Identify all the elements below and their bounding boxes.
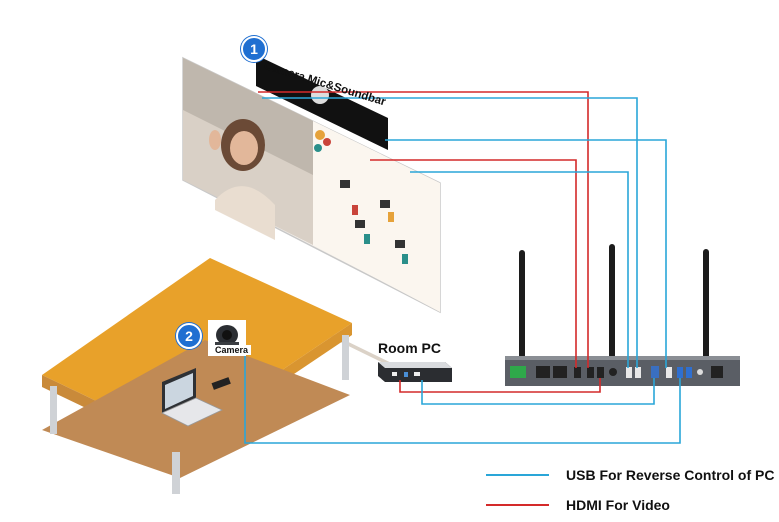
hdmi-cables: [258, 91, 601, 393]
display-screen: [182, 56, 441, 367]
legend-hdmi-text: HDMI For Video: [566, 497, 670, 513]
usb-cable-room-pc: [421, 378, 655, 405]
room-controller-device: [505, 244, 740, 386]
room-pc-device: [378, 362, 452, 382]
camera-label: Camera: [212, 345, 252, 355]
laptop-dongle: [211, 377, 231, 390]
usb-cable-camera: [244, 356, 681, 444]
usb-cable-soundbar-1: [262, 97, 638, 368]
soundbar-camera-lens: [311, 86, 329, 104]
laptop: [161, 368, 223, 427]
usb-cable-soundbar-2: [385, 139, 667, 368]
room-pc-label: Room PC: [378, 340, 441, 356]
hdmi-cable-display: [370, 159, 577, 368]
hdmi-cable-soundbar: [258, 91, 589, 368]
badge-2: 2: [176, 323, 202, 349]
legend-usb-text: USB For Reverse Control of PC: [566, 467, 775, 483]
hdmi-cable-room-pc: [399, 378, 601, 393]
conference-table: [42, 258, 352, 494]
badge-1: 1: [241, 36, 267, 62]
usb-cables: [244, 97, 681, 444]
usb-cable-display: [410, 171, 629, 368]
